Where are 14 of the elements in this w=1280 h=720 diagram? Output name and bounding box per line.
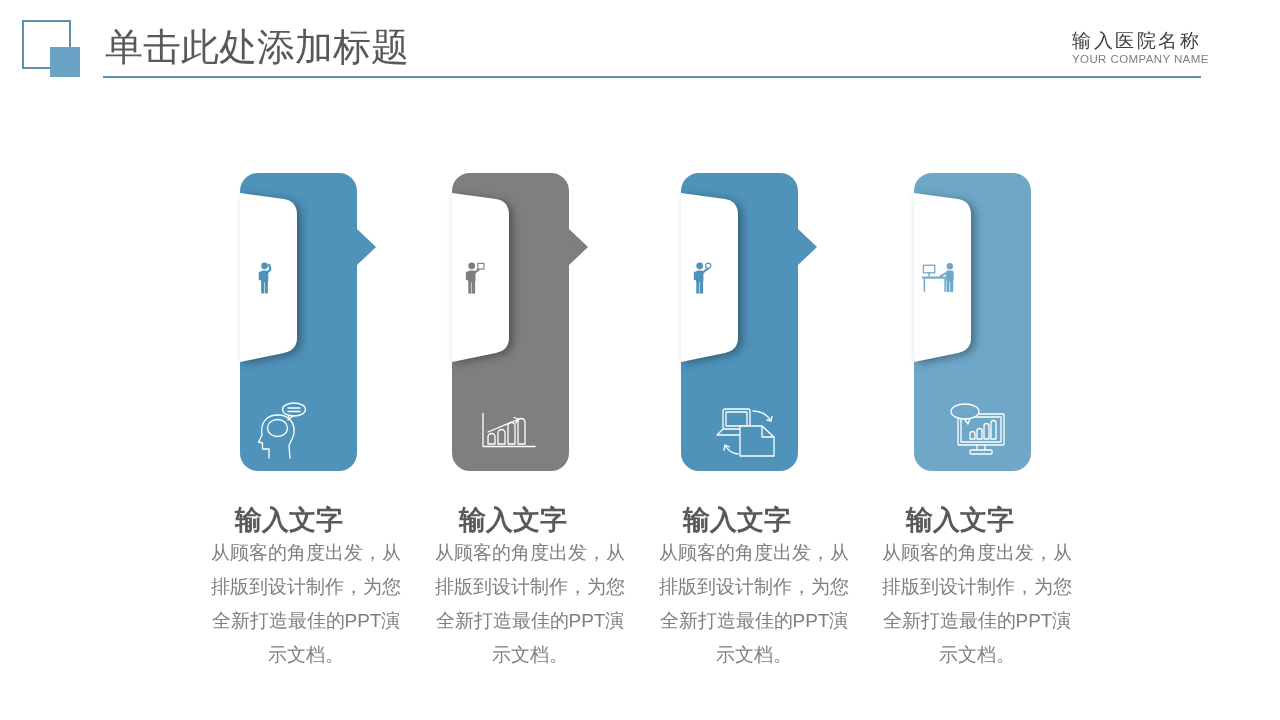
step-description: 从顾客的角度出发，从排版到设计制作，为您全新打造最佳的PPT演示文档。 <box>434 541 626 667</box>
org-subtitle: YOUR COMPANY NAME <box>1072 52 1209 66</box>
pointer-arrow <box>356 229 376 265</box>
org-name: 输入医院名称 <box>1072 29 1201 53</box>
pointer-arrow <box>797 229 817 265</box>
step-description: 从顾客的角度出发，从排版到设计制作，为您全新打造最佳的PPT演示文档。 <box>210 541 402 667</box>
step-heading: 输入文字 <box>906 504 1014 537</box>
step-description: 从顾客的角度出发，从排版到设计制作，为您全新打造最佳的PPT演示文档。 <box>881 541 1073 667</box>
slide-title: 单击此处添加标题 <box>105 25 409 69</box>
pointer-arrow <box>568 229 588 265</box>
step-description: 从顾客的角度出发，从排版到设计制作，为您全新打造最佳的PPT演示文档。 <box>658 541 850 667</box>
step-heading: 输入文字 <box>683 504 791 537</box>
step-heading: 输入文字 <box>459 504 567 537</box>
step-heading: 输入文字 <box>235 504 343 537</box>
